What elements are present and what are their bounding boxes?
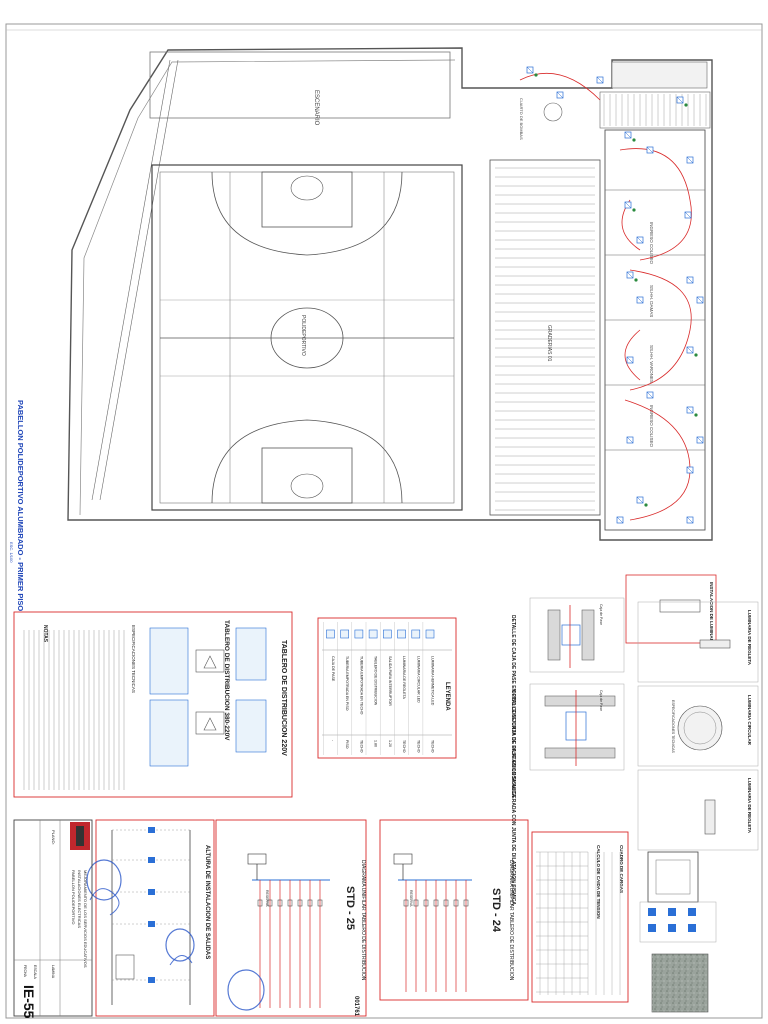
legend-description: LUMINARIA CIRCULAR LED (416, 656, 420, 703)
legend-symbol-icon (397, 629, 406, 639)
especificaciones-label: ESPECIFICACIONES TECNICAS (671, 700, 675, 754)
legend-symbol-icon (383, 629, 392, 639)
legend-height: TECHO (431, 740, 435, 753)
std24-title: STD - 24 (490, 888, 502, 933)
legend-height: 1.20 (388, 740, 392, 747)
legend-symbol-icon (354, 629, 364, 639)
building-outline (67, 47, 713, 541)
tablero-especificaciones: ESPECIFICACIONES TECNICAS (131, 625, 136, 693)
outlet-symbol-icon (148, 889, 155, 895)
legend-height: TECHO (402, 740, 406, 753)
legend-symbol-icon (425, 629, 435, 639)
court-label: POLIDEPORTIVO (300, 315, 306, 356)
legend-description: CAJA DE PASE (331, 656, 335, 682)
room-label-2: INGRESO COLISEO (649, 222, 654, 265)
plan-title: PABELLON POLIDEPORTIVO ALUMBRADO - PRIME… (16, 400, 25, 611)
floor-plan: ESCENARIO POLIDEPORTIVO (9, 47, 713, 611)
box-symbol-icon (688, 924, 696, 932)
legend-symbol-icon (326, 629, 335, 639)
escenario-label: ESCENARIO (313, 90, 319, 126)
legend-symbol-icon (368, 629, 378, 639)
engineer-seal-1 (86, 859, 122, 901)
graderias-label: GRADERIAS 01 (546, 325, 552, 362)
room-label-4: SS.HH. VARONES (649, 345, 654, 383)
std25-title: STD - 25 (344, 886, 356, 930)
box-symbol-icon (648, 908, 656, 916)
box-symbol-icon (668, 908, 676, 916)
luminaria-circular-title: LUMINARIA CIRCULAR (747, 695, 752, 746)
detail-drawings: DETALLE DE CAJA DE PASE EN PISO CON JUNT… (510, 597, 625, 905)
legend-description: SALIDA PARA INTERRUPTOR (388, 656, 392, 706)
detail-1-section: Caja de Pase (529, 597, 625, 673)
title-block: MEJORAMIENTO DE LOS SERVICIOS EDUCATIVOS… (13, 819, 93, 1019)
plan-title-scale: ESC. 1/100 (9, 542, 14, 563)
unifilar-24-title: DIAGRAMA UNIFILAR TABLERO DE DISTRIBUCIO… (508, 860, 514, 981)
unifilar-diagrams: STD - 24 STD - 25 DIAGRAMA UNIFILAR TABL… (215, 819, 529, 1017)
luminaria-regleta-title: LUMINARIA DE REGLETA (747, 610, 752, 666)
legend-description: TABLERO DE DISTRIBUCION (374, 656, 378, 706)
calculo-title: CALCULO DE CAIDA DE TENSION (596, 845, 601, 919)
escala-label: ESCALA (33, 965, 37, 979)
sheet-border (5, 23, 763, 1019)
alturas-title: ALTURA DE INSTALACION DE SALIDAS (204, 845, 210, 959)
reserva-25: RESERVA (265, 890, 269, 907)
legend-height: 1.80 (374, 740, 378, 747)
engineer-seal-2 (165, 928, 195, 962)
lamina-label: LAMINA (51, 965, 55, 979)
graderias: GRADERIAS 01 (489, 159, 601, 516)
legend-height: TECHO (416, 740, 420, 753)
project-line-1: MEJORAMIENTO DE LOS SERVICIOS EDUCATIVOS (83, 870, 88, 968)
escenario-area (149, 51, 451, 119)
legend-height: TECHO (359, 740, 363, 753)
engineer-seal-3 (227, 969, 265, 1011)
cuadro-cargas: CUADRO DE CARGAS CALCULO DE CAIDA DE TEN… (531, 831, 717, 1013)
legend-description: LUMINARIA HERMETICA LED (431, 656, 435, 706)
caja-label-1: Caja de Pase (599, 604, 603, 625)
outlet-symbol-icon (148, 827, 155, 833)
box-symbol-icon (668, 924, 676, 932)
room-label-3: SS.HH. DAMAS (649, 285, 654, 317)
luminaria-specs: INSTALACION DE LUMINARIA LUMINARIA DE RE… (625, 574, 759, 851)
room-label-1: CUARTO DE BOMBAS (519, 98, 524, 140)
legend-height: - (331, 740, 335, 742)
legend-height: PISO (345, 740, 349, 749)
legend-description: TUBERIA EMPOTRADA EN TECHO (359, 656, 363, 715)
detalle-1-title: DETALLE DE CAJA DE PASE EN PISO CON JUNT… (510, 615, 516, 798)
reserva-24: RESERVA (409, 890, 413, 907)
tablero-220-title: TABLERO DE DISTRIBUCION 220V (280, 640, 287, 756)
luminaria-regleta-title-2: LUMINARIA DE REGLETA (747, 778, 752, 834)
legend-symbol-icon (411, 629, 421, 639)
service-rooms: CUARTO DE BOMBAS INGRESO COLISEO SS.HH. … (519, 98, 706, 531)
legend-table: LEYENDA LUMINARIA HERMETICA LED TECHO LUMI… (317, 617, 457, 759)
legend-title: LEYENDA (444, 682, 450, 711)
caja-label-2: Caja de Pase (599, 690, 603, 711)
luminaria-title: INSTALACION DE LUMINARIA (709, 582, 714, 647)
outlet-symbol-icon (148, 857, 155, 863)
notas-title: NOTAS (42, 625, 48, 643)
legend-symbol-icon (340, 629, 349, 639)
wiring-circuits (519, 73, 692, 521)
legend-description: LUMINARIA DE REGLETA (402, 656, 406, 699)
cuadro-title: CUADRO DE CARGAS (619, 845, 624, 893)
unifilar-25-title: DIAGRAMA UNIFILAR TABLERO DE DISTRIBUCIO… (360, 860, 366, 981)
sheet-code: IE-55 (21, 985, 37, 1019)
fecha-label: FECHA (23, 965, 27, 978)
stamp-number: 001761 (353, 996, 359, 1017)
legend-description: TUBERIA EMPOTRADA EN PISO (345, 656, 349, 711)
box-symbol-icon (648, 924, 656, 932)
sports-court: POLIDEPORTIVO (151, 164, 463, 511)
plano-label: PLANO: (51, 830, 56, 845)
tablero-380-title: TABLERO DE DISTRIBUCION 380-220V (223, 620, 230, 741)
tablero-block: TABLERO DE DISTRIBUCION 220V TABLERO DE … (13, 611, 293, 798)
outlet-symbol-icon (148, 921, 155, 927)
box-symbol-icon (688, 908, 696, 916)
outlet-symbol-icon (148, 977, 155, 983)
detalle-2-title: DETALLE DE CAJA DE PASE EN LOSA ALIGERAD… (510, 690, 516, 905)
altura-instalacion: ALTURA DE INSTALACION DE SALIDAS (86, 819, 265, 1017)
project-line-3: PABELLON POLIDEPORTIVO (71, 870, 76, 925)
project-line-2: INSTALACIONES ELECTRICAS (77, 870, 82, 928)
detail-2-section: Caja de Pase (529, 683, 625, 771)
room-label-5: INGRESO COLISEO (649, 405, 654, 448)
